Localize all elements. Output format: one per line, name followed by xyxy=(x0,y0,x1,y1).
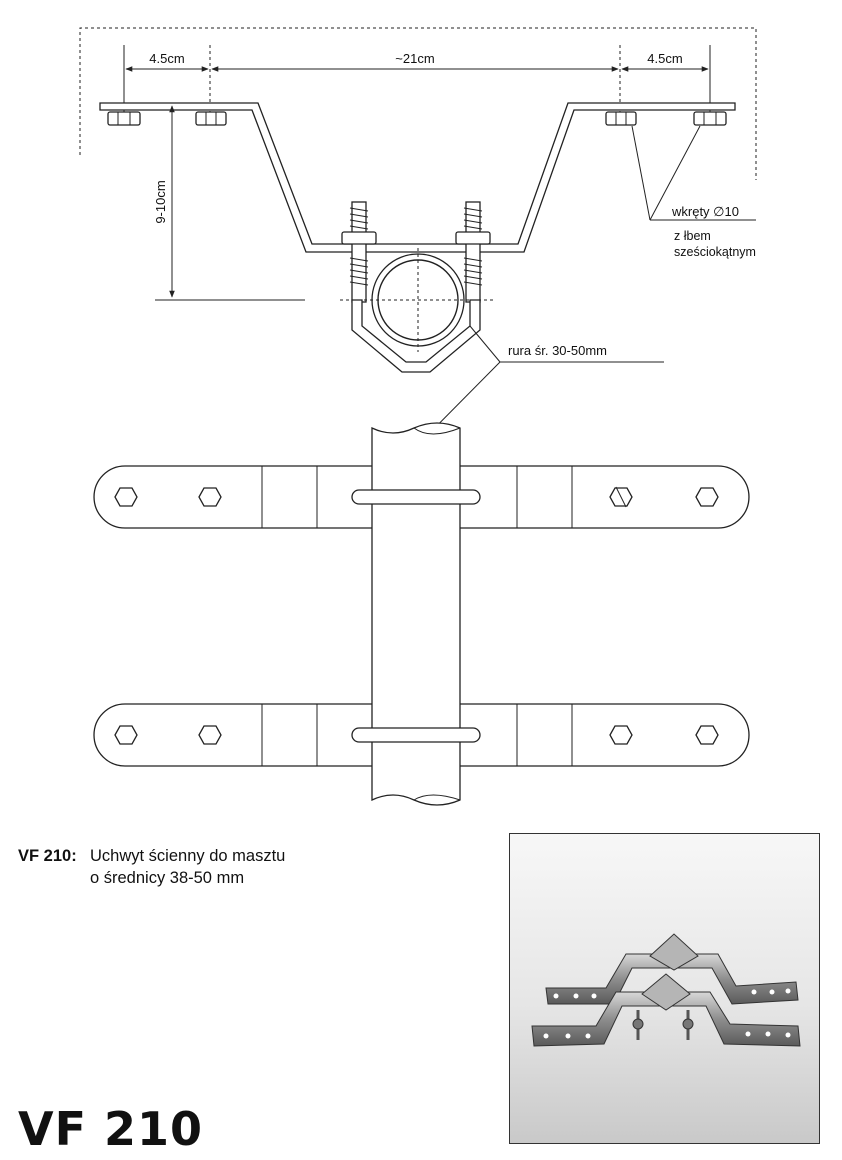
hex-bolt-head xyxy=(114,725,138,745)
hex-nut xyxy=(195,111,227,126)
clamp-band-upper xyxy=(351,489,481,505)
hex-bolt-head xyxy=(198,487,222,507)
side-view: 4.5cm ~21cm 4.5cm xyxy=(79,27,757,459)
wall-mount-bracket-photo-icon xyxy=(531,933,801,1047)
hex-bolt-head xyxy=(695,487,719,507)
dimension-left-label: 4.5cm xyxy=(149,51,184,66)
screws-label: wkręty ∅10 xyxy=(671,204,739,219)
photo-bracket-front xyxy=(531,973,801,1047)
u-bolt-clamp xyxy=(351,299,481,373)
hex-bolt-head xyxy=(114,487,138,507)
hex-bolt-head xyxy=(695,725,719,745)
head-label-line2: sześciokątnym xyxy=(674,245,756,259)
head-label-line1: z łbem xyxy=(674,229,711,243)
hex-nut xyxy=(693,111,727,126)
caption-line2: o średnicy 38-50 mm xyxy=(90,869,245,887)
pipe-label: rura śr. 30-50mm xyxy=(508,343,607,358)
clamp-band-lower xyxy=(351,727,481,743)
caption-code: VF 210: xyxy=(18,847,77,865)
photo-bolts xyxy=(632,1010,694,1040)
hex-nut xyxy=(605,111,637,126)
mast-pipe xyxy=(371,422,461,806)
dimension-right-label: 4.5cm xyxy=(647,51,682,66)
front-view xyxy=(93,422,750,806)
hex-bolt-head xyxy=(198,725,222,745)
dimension-middle-label: ~21cm xyxy=(395,51,434,66)
dimension-height-label: 9-10cm xyxy=(153,180,168,223)
product-photo xyxy=(509,833,820,1144)
model-title: VF 210 xyxy=(18,1102,204,1156)
hex-bolt-head xyxy=(609,725,633,745)
technical-drawing: 4.5cm ~21cm 4.5cm xyxy=(79,27,757,806)
hex-nut xyxy=(107,111,141,126)
caption-line1: Uchwyt ścienny do masztu xyxy=(90,847,286,865)
wall-outline xyxy=(79,27,757,180)
bracket-plate xyxy=(99,102,736,253)
product-caption: VF 210: Uchwyt ścienny do masztu o średni… xyxy=(18,845,285,889)
